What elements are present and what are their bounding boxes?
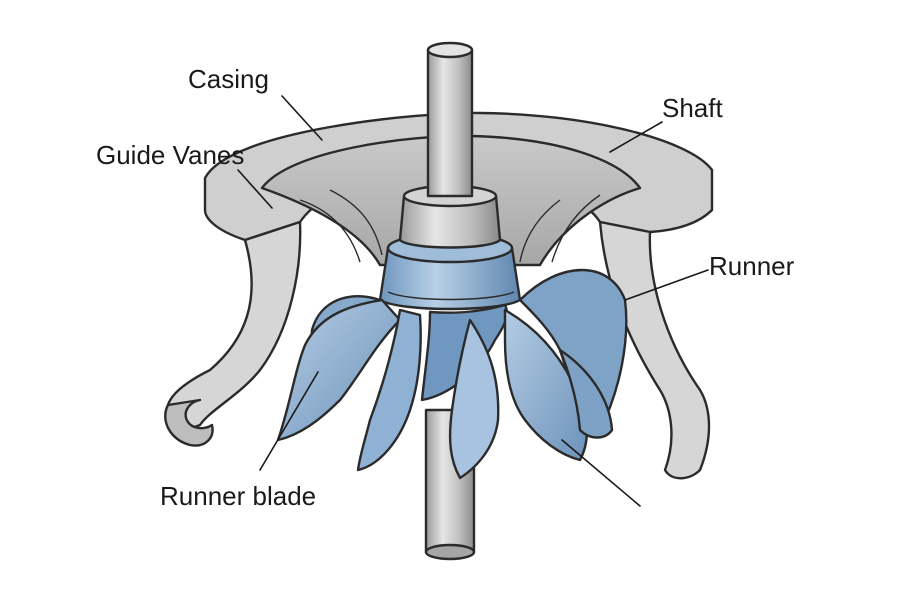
casing-left-wall <box>166 220 302 429</box>
casing-rim <box>203 111 714 242</box>
runner-blade-center-right <box>448 318 500 480</box>
shaft <box>398 41 502 249</box>
shaft-label: Shaft <box>662 93 723 123</box>
runner-blade-leader-2 <box>561 439 641 507</box>
runner-blade-leader-1 <box>259 371 319 471</box>
casing <box>164 111 714 480</box>
runner-blade-far-right <box>558 348 614 439</box>
casing-label: Casing <box>188 64 269 94</box>
runner-leader <box>624 269 709 301</box>
casing-right-wall <box>598 220 711 480</box>
runner-label: Runner <box>709 251 795 281</box>
casing-left-lip <box>164 398 214 447</box>
labels: Casing Guide Vanes Shaft Runner Runner b… <box>96 64 795 511</box>
runner-blade-label: Runner blade <box>160 481 316 511</box>
guide-vanes-label: Guide Vanes <box>96 140 244 170</box>
runner <box>276 232 628 480</box>
runner-blade-right <box>503 308 588 462</box>
leader-lines <box>237 95 709 507</box>
casing-leader <box>281 95 323 141</box>
runner-blade-center-left <box>356 308 422 472</box>
shaft-collar <box>398 194 502 249</box>
shaft-leader <box>609 121 663 153</box>
guide-vanes-leader <box>237 169 273 209</box>
